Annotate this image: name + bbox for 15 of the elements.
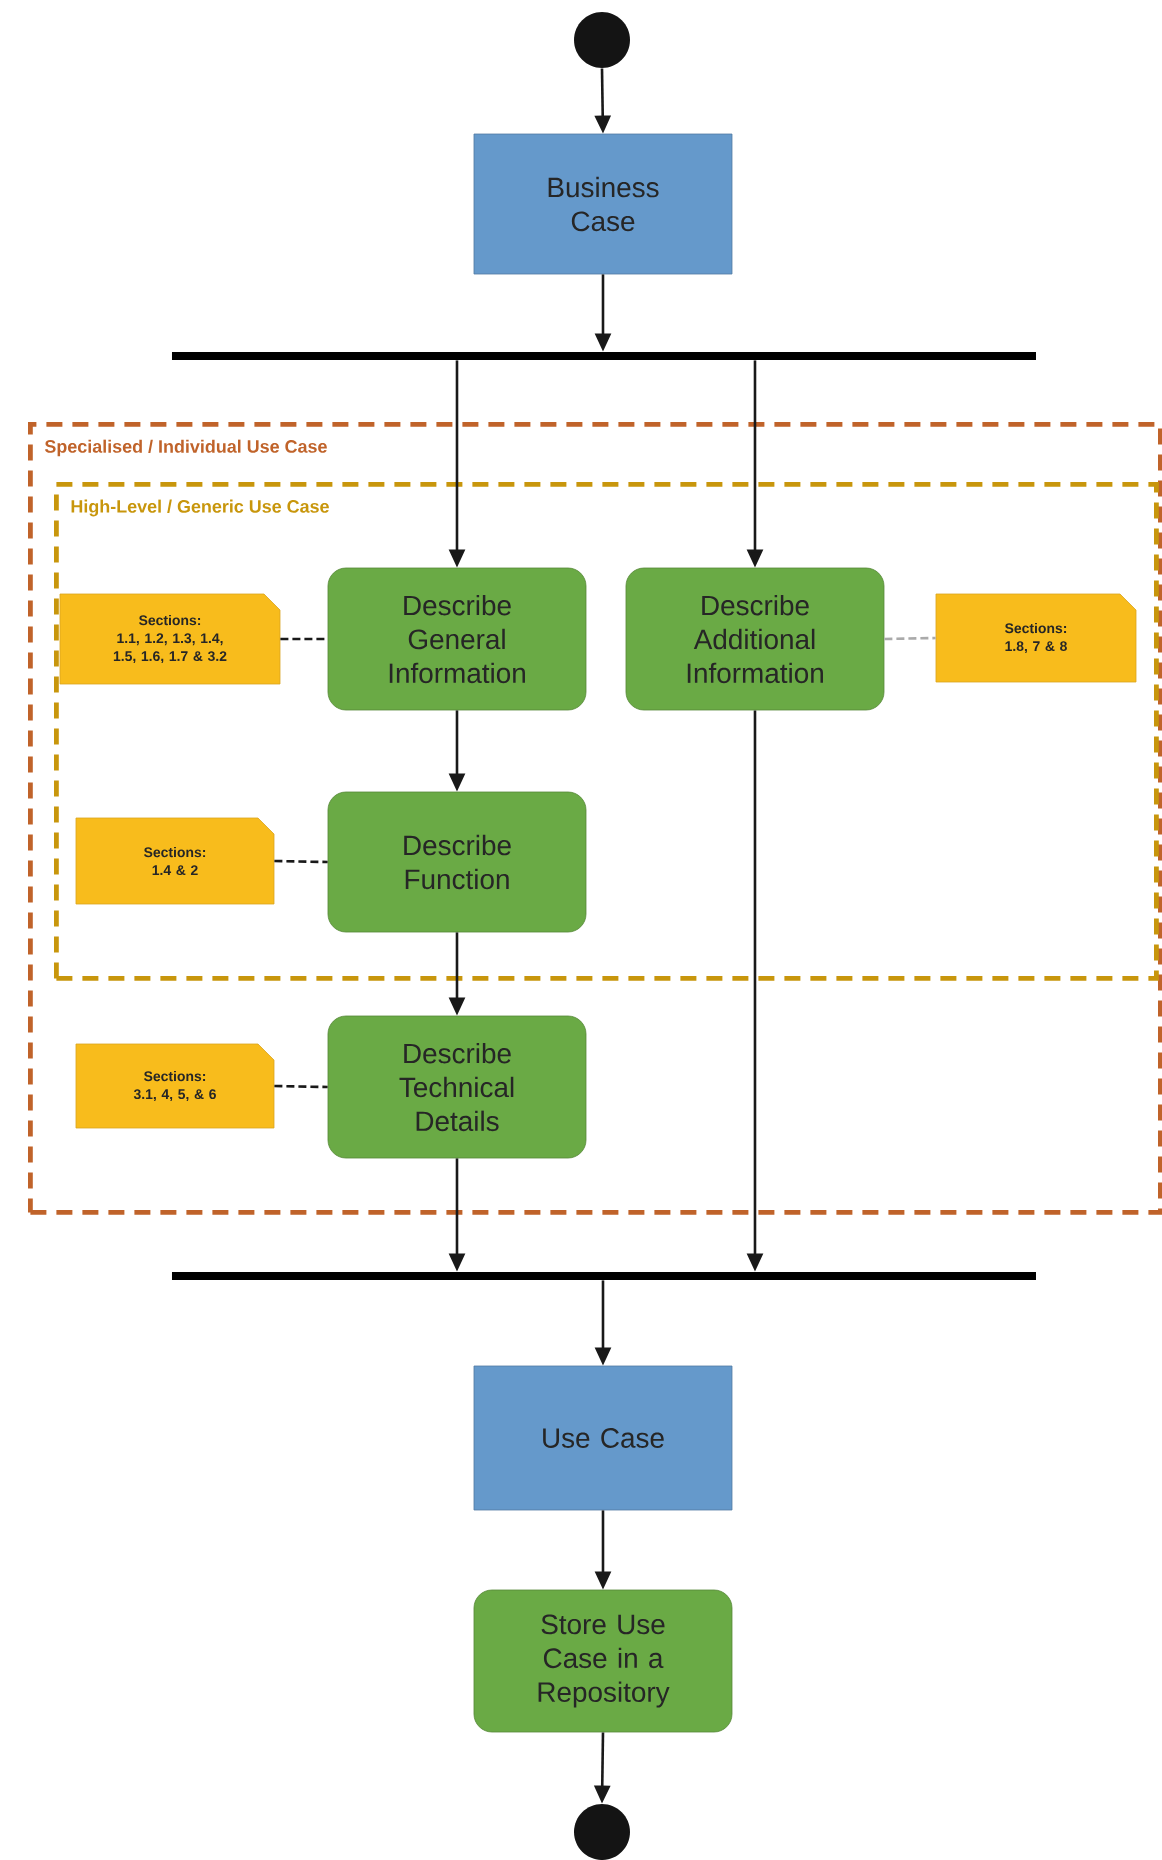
sync-bar [172,1272,1036,1280]
process-box: Use Case [473,1365,733,1511]
connector [274,859,328,864]
activity-box: Store Use Case in a Repository [473,1589,733,1733]
activity-box: Describe Technical Details [327,1015,587,1159]
process-box: Business Case [473,133,733,275]
start-end-dot [574,12,630,68]
connector [280,637,328,641]
start-end-dot [574,1804,630,1860]
connector [274,1084,328,1089]
activity-box: Describe Additional Information [625,567,885,711]
activity-box: Describe General Information [327,567,587,711]
sync-bar [172,352,1036,360]
activity-box: Describe Function [327,791,587,933]
connector [884,636,936,641]
